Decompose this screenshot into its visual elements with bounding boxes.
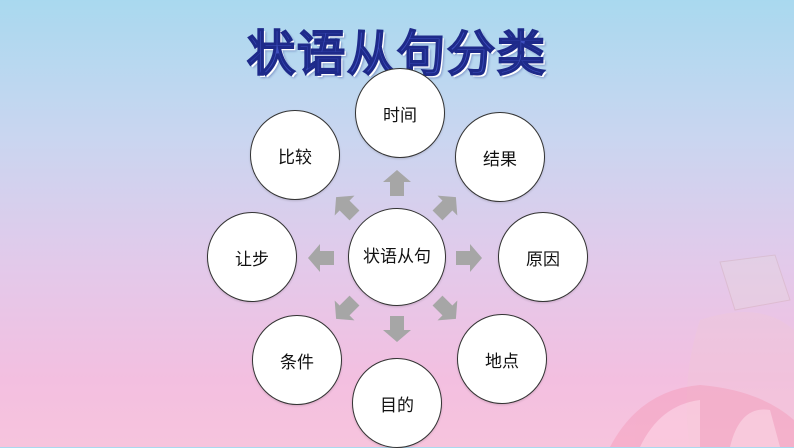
balloon-illustration xyxy=(686,254,794,447)
arrow-to-place xyxy=(432,295,458,321)
node-time-label: 时间 xyxy=(383,105,417,126)
arrow-to-reason xyxy=(456,244,482,272)
arrow-to-comparison xyxy=(334,195,360,221)
node-comparison: 比较 xyxy=(250,110,340,200)
node-place-label: 地点 xyxy=(485,351,519,372)
arrow-to-condition xyxy=(334,295,360,321)
node-concession-label: 让步 xyxy=(235,249,269,270)
node-result-label: 结果 xyxy=(483,149,517,170)
center-node: 状语从句 xyxy=(348,208,446,306)
arrow-to-time xyxy=(383,170,411,196)
node-reason-label: 原因 xyxy=(526,249,560,270)
node-time: 时间 xyxy=(355,68,445,158)
node-condition: 条件 xyxy=(252,315,342,405)
node-concession: 让步 xyxy=(207,212,297,302)
arrow-to-purpose xyxy=(383,316,411,342)
circus-tent-illustration xyxy=(610,385,794,447)
arrow-to-result xyxy=(432,195,458,221)
center-node-label: 状语从句 xyxy=(363,247,431,267)
node-condition-label: 条件 xyxy=(280,352,314,373)
arrow-to-concession xyxy=(308,244,334,272)
node-place: 地点 xyxy=(457,314,547,404)
node-purpose: 目的 xyxy=(352,358,442,448)
node-comparison-label: 比较 xyxy=(278,147,312,168)
node-purpose-label: 目的 xyxy=(380,395,414,416)
node-result: 结果 xyxy=(455,112,545,202)
node-reason: 原因 xyxy=(498,212,588,302)
